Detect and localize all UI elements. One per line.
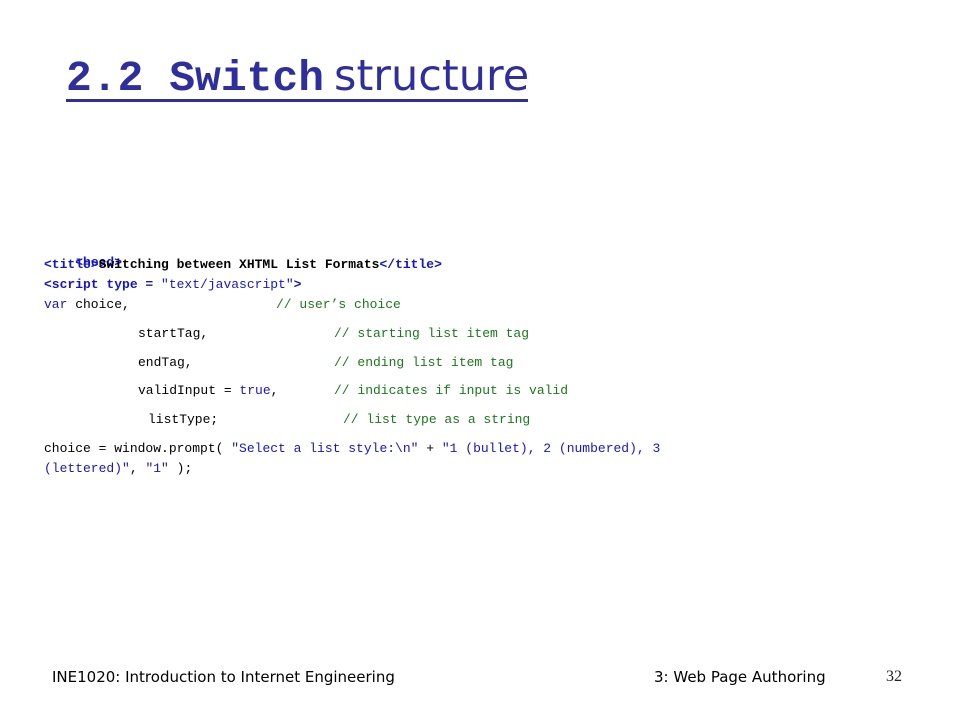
code-script-type-string: "text/javascript" bbox=[161, 277, 294, 292]
code-choice-decl: choice, bbox=[67, 297, 130, 312]
code-title-open-tag: <title> bbox=[44, 257, 99, 272]
code-prompt-plus: + bbox=[418, 441, 442, 456]
slide-title-code: 2.2 Switch bbox=[66, 54, 325, 103]
code-script-tag-end: > bbox=[293, 277, 302, 292]
code-prompt-string-2: "1 (bullet), 2 (numbered), 3 bbox=[441, 441, 661, 456]
code-prompt-string-1: "Select a list style:\n" bbox=[231, 441, 419, 456]
code-script-tag-start: <script type = bbox=[44, 277, 162, 292]
code-prompt-string-2-cont: (lettered)" bbox=[44, 461, 130, 476]
code-validinput-comma: , bbox=[270, 383, 279, 398]
code-prompt-comma: , bbox=[129, 461, 146, 476]
code-line-prompt: choice = window.prompt( "Select a list s… bbox=[44, 440, 660, 458]
code-comment-validinput: // indicates if input is valid bbox=[334, 383, 569, 398]
code-prompt-call: choice = window.prompt( bbox=[44, 441, 232, 456]
footer-course: INE1020: Introduction to Internet Engine… bbox=[52, 668, 395, 686]
page-number: 32 bbox=[886, 668, 902, 685]
code-comment-starttag: // starting list item tag bbox=[334, 326, 530, 341]
code-comment-choice: // user’s choice bbox=[276, 297, 401, 312]
code-line-1: <head> bbox=[44, 236, 122, 270]
code-line-prompt-cont: (lettered)", "1" ); bbox=[44, 460, 192, 478]
code-prompt-default-string: "1" bbox=[145, 461, 169, 476]
code-title-text: Switching between XHTML List Formats bbox=[98, 257, 380, 272]
footer-chapter: 3: Web Page Authoring bbox=[654, 668, 826, 686]
code-validinput-decl: validInput = true, bbox=[138, 382, 278, 400]
code-validinput-name: validInput = bbox=[138, 383, 240, 398]
code-endtag-decl: endTag, bbox=[138, 355, 193, 370]
code-line-4: var choice, bbox=[44, 296, 130, 314]
code-title-close-tag: </title> bbox=[379, 257, 442, 272]
code-true-keyword: true bbox=[239, 383, 271, 398]
code-prompt-close: ); bbox=[168, 461, 193, 476]
code-listtype-decl: listType; bbox=[148, 412, 219, 427]
code-comment-endtag: // ending list item tag bbox=[334, 355, 514, 370]
title-underline bbox=[66, 99, 528, 102]
slide-title: 2.2 Switch structure bbox=[66, 50, 529, 105]
code-comment-listtype: // list type as a string bbox=[343, 412, 531, 427]
code-line-2: <title>Switching between XHTML List Form… bbox=[44, 256, 442, 274]
slide-title-text: structure bbox=[334, 51, 530, 101]
code-head-tag: <head> bbox=[75, 255, 123, 270]
code-starttag-decl: startTag, bbox=[138, 326, 209, 341]
code-var-keyword: var bbox=[44, 297, 68, 312]
code-line-3: <script type = "text/javascript"> bbox=[44, 276, 301, 294]
